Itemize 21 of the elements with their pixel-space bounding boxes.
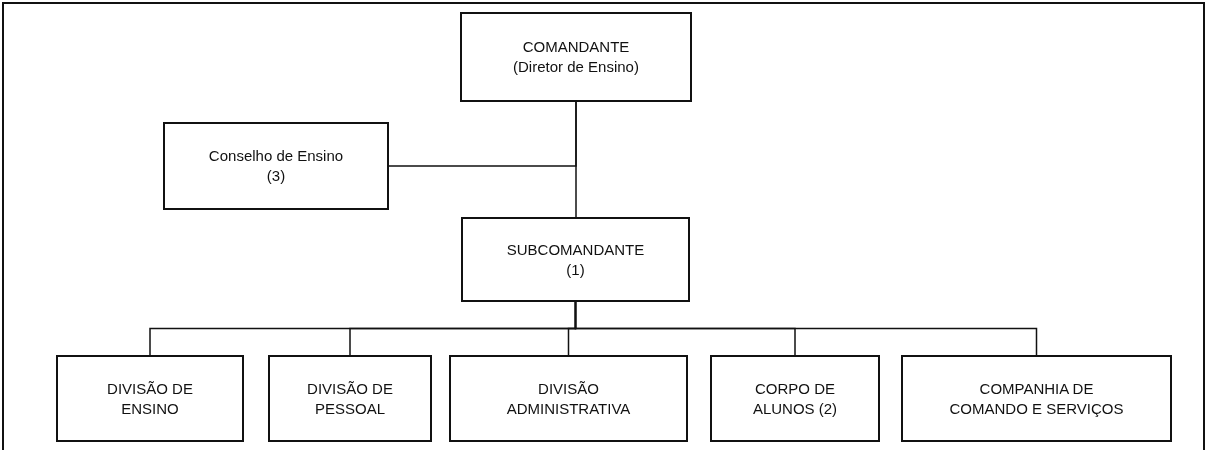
connector-line [388,101,577,167]
org-box [901,355,1172,442]
box-label: DIVISÃO ADMINISTRATIVA [505,378,632,419]
box-label: (1) [566,259,585,280]
connector-line [574,301,1038,356]
box-label: COMPANHIA DE COMANDO E SERVIÇOS [948,378,1125,419]
box-label: SUBCOMANDANTE [506,239,645,260]
org-box [449,355,688,442]
box-label: (3) [266,166,286,186]
org-box [460,12,692,102]
box-label: Conselho de Ensino [208,146,344,166]
org-box [56,355,244,442]
org-box [268,355,432,442]
box-label: DIVISÃO DE PESSOAL [306,378,394,419]
box-label: CORPO DE ALUNOS (2) [751,378,839,419]
box-label: (Diretor de Ensino) [513,57,639,77]
org-box [461,217,690,302]
box-label: COMANDANTE [522,37,630,57]
box-label: DIVISÃO DE ENSINO [106,378,194,419]
org-box [710,355,880,442]
org-box [163,122,389,210]
